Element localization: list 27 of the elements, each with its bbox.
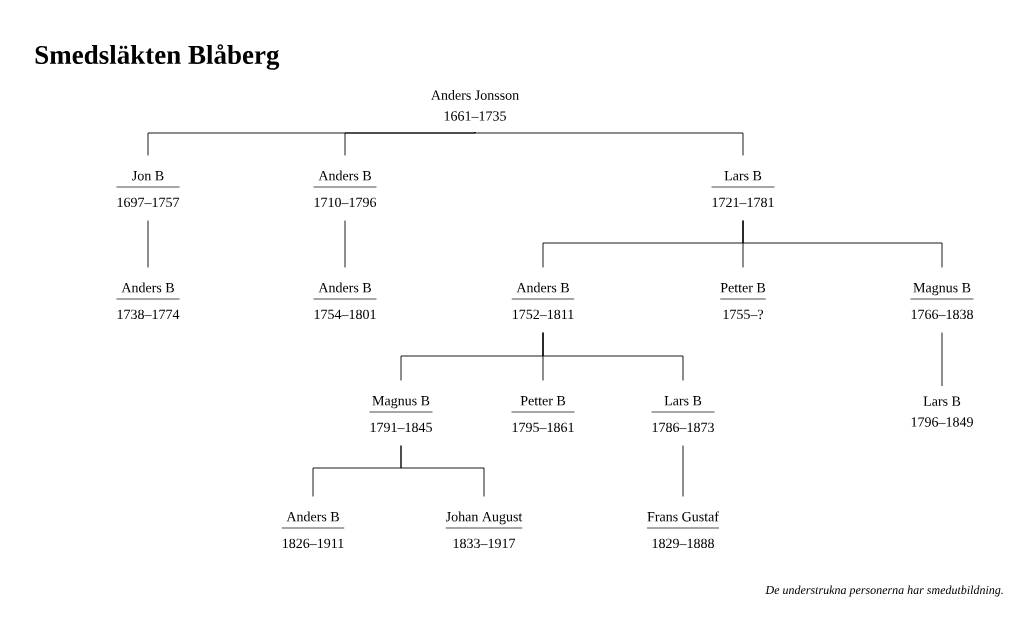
connector-line <box>400 445 485 497</box>
connector-line <box>542 332 684 381</box>
connector-line <box>344 131 476 156</box>
connector-line <box>742 220 943 268</box>
person-entry: Lars B 1721–1781 <box>711 171 775 208</box>
connector-line <box>147 220 149 268</box>
connector-line <box>474 131 744 156</box>
person-entry: Anders B 1754–1801 <box>313 282 377 320</box>
person-entry: Lars B 1796–1849 <box>911 396 973 427</box>
connector-line <box>682 445 684 497</box>
title: Smedsläkten Blåberg <box>35 44 280 70</box>
person-entry: Frans Gustaf 1829–1888 <box>646 511 720 549</box>
person-entry: Anders Jonsson 1661–1735 <box>431 90 519 121</box>
person-entry: Anders B 1738–1774 <box>116 282 180 320</box>
caption: De understrukna personerna har smedutbildning. <box>765 585 1003 597</box>
person-entry: Petter B 1795–1861 <box>511 396 575 433</box>
person-entry: Anders B 1752–1811 <box>511 282 575 320</box>
person-entry: Magnus B 1791–1845 <box>369 396 433 433</box>
connector-line <box>344 220 346 268</box>
person-entry: Johan August 1833–1917 <box>445 511 523 549</box>
person-entry: Anders B 1826–1911 <box>281 511 345 549</box>
person-entry: Anders B 1710–1796 <box>313 170 377 208</box>
person-entry: Jon B 1697–1757 <box>116 171 180 208</box>
person-entry: Magnus B 1766–1838 <box>910 283 974 320</box>
connector-line <box>941 332 943 387</box>
person-entry: Lars B 1786–1873 <box>651 396 715 433</box>
person-entry: Petter B 1755–? <box>719 283 767 320</box>
